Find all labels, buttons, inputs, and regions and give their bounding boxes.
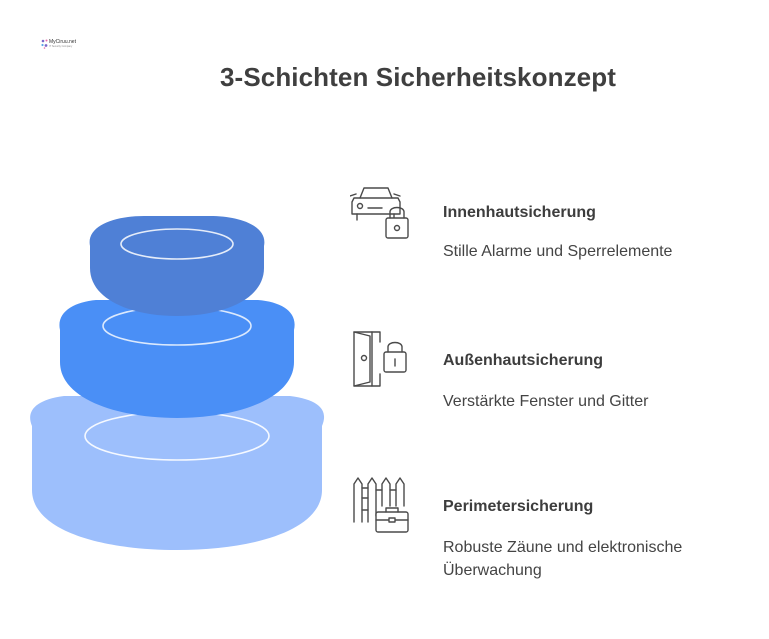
layer-aussenhaut-shape bbox=[59, 300, 295, 418]
logo-tagline: IT Security Company bbox=[49, 45, 73, 48]
logo-name: MyCiruu.net bbox=[49, 39, 76, 45]
layer-innenhaut-shape bbox=[89, 216, 265, 316]
door-lock-icon bbox=[353, 331, 407, 387]
layer-description: Verstärkte Fenster und Gitter bbox=[443, 393, 649, 410]
layer-heading: Innenhautsicherung bbox=[443, 204, 596, 221]
fence-toolbox-icon bbox=[353, 477, 409, 533]
car-lock-icon bbox=[350, 187, 409, 239]
layer-description: Stille Alarme und Sperrelemente bbox=[443, 243, 673, 260]
layer-heading: Perimetersicherung bbox=[443, 498, 594, 515]
layer-perimeter-shape bbox=[30, 396, 325, 550]
layer-stack-diagram bbox=[30, 216, 325, 550]
page-title: 3-Schichten Sicherheitskonzept bbox=[220, 62, 616, 92]
layer-heading: Außenhautsicherung bbox=[443, 352, 604, 369]
brand-logo: MyCiruu.net IT Security Company bbox=[40, 38, 76, 52]
layer-description: Robuste Zäune und elektronische Überwach… bbox=[443, 539, 683, 579]
logo-mark-icon bbox=[41, 39, 48, 49]
